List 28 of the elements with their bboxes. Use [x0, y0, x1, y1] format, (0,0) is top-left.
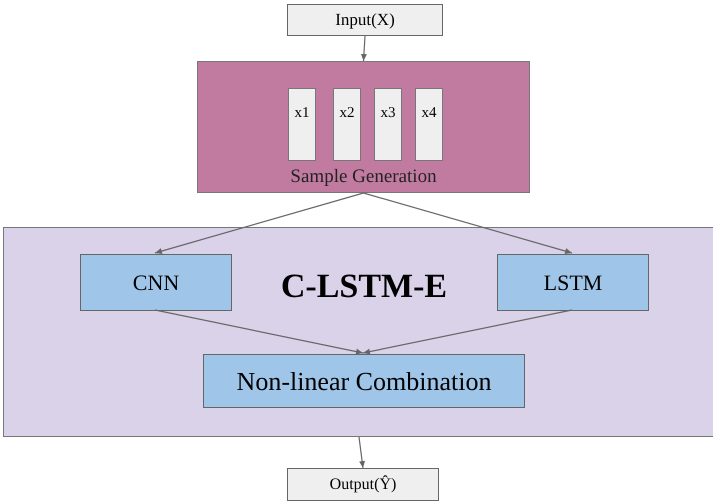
box-label: Input(X) [335, 9, 395, 32]
model-title: C-LSTM-E [280, 267, 448, 307]
output-box [287, 468, 439, 501]
sample-box [333, 88, 361, 161]
sample-generation-panel [197, 61, 530, 193]
sample-label: x1 [294, 104, 310, 123]
box-label: CNN [132, 269, 180, 297]
arrow [363, 192, 572, 254]
box-label: Non-linear Combination [236, 366, 492, 398]
sample-label: x3 [380, 104, 396, 123]
arrow [154, 192, 364, 254]
sample-box [288, 88, 316, 161]
arrow [360, 36, 367, 62]
model-panel [3, 227, 713, 437]
process-box [497, 254, 649, 311]
arrow [358, 436, 366, 468]
arrow [362, 309, 572, 355]
arrow [154, 309, 364, 355]
panel-label: Sample Generation [289, 165, 438, 189]
sample-label: x2 [340, 104, 354, 123]
box-label: Output(Ŷ) [330, 474, 396, 494]
sample-box [374, 88, 402, 161]
box-label: LSTM [544, 269, 602, 297]
sample-label: x4 [422, 104, 436, 123]
process-box [203, 354, 525, 408]
process-box [80, 254, 232, 311]
sample-box [415, 88, 443, 161]
input-box [287, 4, 443, 36]
